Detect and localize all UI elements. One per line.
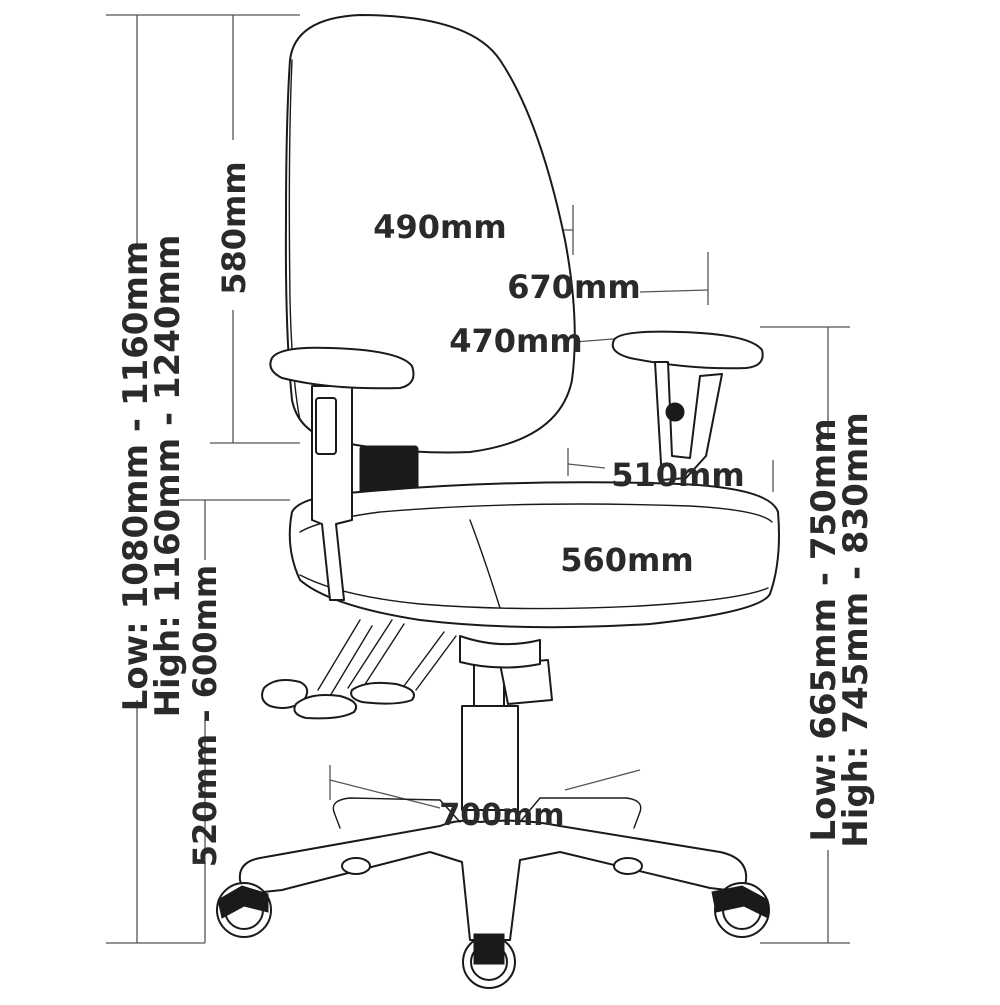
label-base-width: 700mm bbox=[439, 798, 564, 833]
label-seat-depth: 560mm bbox=[560, 541, 693, 579]
label-back-height: 580mm bbox=[215, 161, 253, 294]
chair-illustration bbox=[216, 14, 780, 989]
label-overall-height-high: High: 1160mm - 1240mm bbox=[148, 235, 188, 718]
arm-adjust-knob bbox=[665, 402, 685, 422]
label-seat-height: 520mm - 600mm bbox=[186, 565, 224, 868]
backrest bbox=[284, 14, 576, 454]
chair-base bbox=[238, 819, 748, 941]
label-armrest-height-low: Low: 665mm - 750mm bbox=[804, 418, 844, 841]
seat-cushion bbox=[288, 481, 780, 629]
right-armrest-pad bbox=[611, 330, 764, 370]
adjustment-levers bbox=[261, 619, 457, 720]
label-outer-arm-width: 670mm bbox=[507, 268, 640, 306]
left-armrest-pad bbox=[269, 346, 415, 390]
label-back-width: 490mm bbox=[373, 208, 506, 246]
label-overall-height-low: Low: 1080mm - 1160mm bbox=[116, 241, 156, 712]
dimension-labels: Low: 1080mm - 1160mm High: 1160mm - 1240… bbox=[116, 161, 876, 867]
casters bbox=[216, 857, 770, 989]
label-armrest-height-high: High: 745mm - 830mm bbox=[836, 412, 876, 848]
label-seat-width: 510mm bbox=[611, 456, 744, 494]
label-inner-arm-width: 470mm bbox=[449, 322, 582, 360]
gas-lift-lower bbox=[461, 705, 519, 811]
